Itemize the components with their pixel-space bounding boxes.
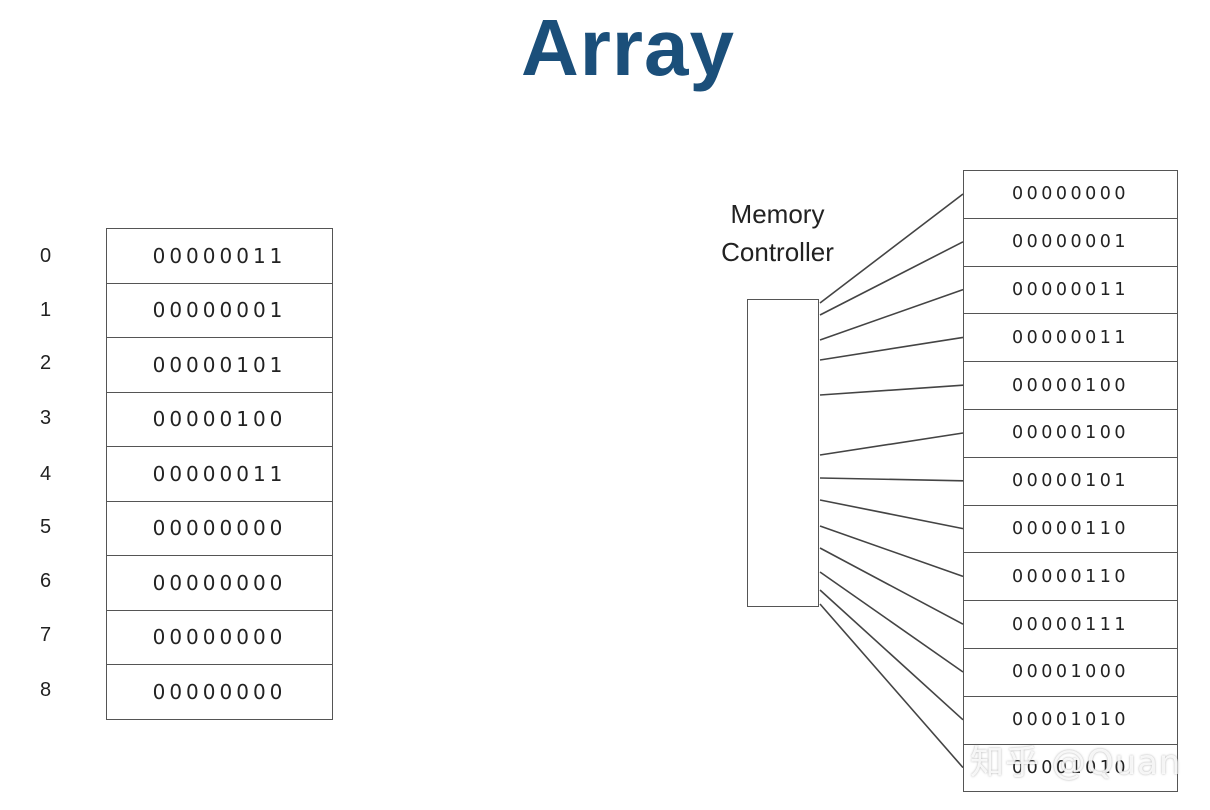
array-index: 1	[40, 299, 52, 321]
memory-table: 00000000 00000001 00000011 00000011 0000…	[963, 170, 1178, 793]
memory-controller-label-line1: Memory	[730, 199, 825, 229]
controller-wire	[819, 288, 964, 341]
memory-controller-label-line2: Controller	[721, 237, 834, 267]
controller-wire	[819, 571, 964, 673]
controller-wire	[819, 384, 964, 396]
page-title: Array	[520, 3, 736, 92]
memory-cell: 00000011	[964, 314, 1177, 363]
array-cell: 00000000	[107, 665, 332, 720]
array-index: 5	[40, 516, 52, 538]
array-index: 0	[40, 245, 52, 267]
controller-wire	[819, 432, 964, 456]
array-index: 2	[40, 352, 52, 374]
memory-cell: 00001010	[964, 745, 1177, 793]
controller-wire	[819, 477, 964, 482]
memory-cell: 00000100	[964, 362, 1177, 410]
memory-cell: 00000111	[964, 601, 1177, 649]
watermark: 知乎 @Quan	[970, 743, 1182, 783]
controller-wire	[819, 603, 964, 769]
controller-wire	[819, 547, 964, 625]
memory-cell: 00001000	[964, 649, 1177, 697]
memory-cell: 00000001	[964, 219, 1177, 267]
memory-cell: 00000101	[964, 458, 1177, 506]
array-index: 7	[40, 624, 52, 646]
memory-cell: 00000110	[964, 506, 1177, 554]
array-cell: 00000100	[107, 393, 332, 447]
array-index: 8	[40, 679, 52, 701]
memory-controller-box	[747, 299, 819, 607]
array-cell: 00000000	[107, 611, 332, 665]
array-cell: 00000011	[107, 447, 332, 502]
controller-wire	[819, 499, 964, 530]
memory-cell: 00000100	[964, 410, 1177, 458]
array-index: 4	[40, 463, 52, 485]
array-cell: 00000000	[107, 556, 332, 611]
array-cell: 00000000	[107, 502, 332, 556]
memory-cell: 00000000	[964, 171, 1177, 219]
controller-wire	[819, 525, 964, 578]
array-index: 6	[40, 570, 52, 592]
memory-cell: 00001010	[964, 697, 1177, 745]
controller-wire	[819, 589, 964, 721]
array-index: 3	[40, 407, 52, 429]
array-cell: 00000101	[107, 338, 332, 393]
memory-cell: 00000110	[964, 553, 1177, 602]
controller-wire	[819, 336, 964, 361]
array-table: 00000011 00000001 00000101 00000100 0000…	[106, 228, 333, 720]
array-cell: 00000001	[107, 284, 332, 338]
memory-cell: 00000011	[964, 267, 1177, 315]
memory-controller-label: Memory Controller	[700, 195, 855, 271]
array-cell: 00000011	[107, 229, 332, 284]
